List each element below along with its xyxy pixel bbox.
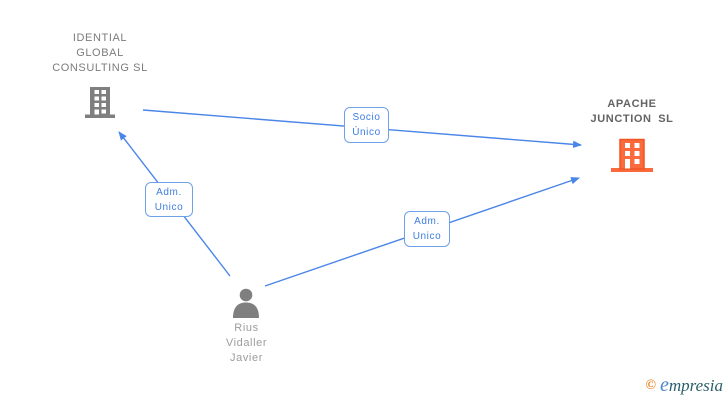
company-name-apache-junction[interactable]: APACHE JUNCTION SL <box>590 98 674 125</box>
empresia-logo-text: empresia <box>660 375 723 397</box>
person-name-rius-vidaller-javier[interactable]: Rius Vidaller Javier <box>225 322 268 364</box>
company-name-idential-global-consulting[interactable]: IDENTIAL GLOBAL CONSULTING SL <box>52 32 148 74</box>
edge-label-adm-unico-right: Adm. Unico <box>404 211 450 247</box>
empresia-logo-rest: mpresia <box>668 376 723 395</box>
node-company-apache-junction[interactable] <box>610 138 654 173</box>
empresia-watermark[interactable]: © empresia <box>645 375 723 397</box>
edge-label-adm-unico-left: Adm. Unico <box>145 182 193 217</box>
edge-label-socio-unico: Socio Único <box>344 107 389 143</box>
building-icon <box>85 87 115 118</box>
person-icon <box>233 288 259 318</box>
empresia-logo-e: e <box>659 374 669 396</box>
node-company-idential-global-consulting[interactable] <box>84 86 116 118</box>
node-person-rius-vidaller-javier[interactable] <box>230 288 262 318</box>
building-icon <box>611 138 653 172</box>
copyright-icon: © <box>645 378 656 393</box>
